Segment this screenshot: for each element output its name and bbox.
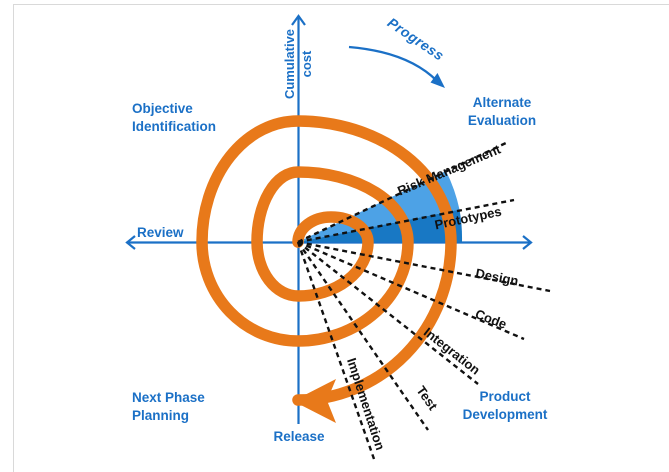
- test-line: [297, 241, 429, 431]
- y-axis-label: Cumulative cost: [281, 19, 317, 109]
- design-line: [297, 240, 551, 293]
- alternate-line: Alternate: [472, 95, 532, 110]
- x-axis-left-arrowhead-icon: [125, 235, 136, 250]
- next-phase-line: Next Phase: [132, 390, 205, 405]
- spiral-path: [196, 115, 457, 406]
- identification-line: Identification: [132, 119, 216, 134]
- development-line: Development: [462, 407, 548, 422]
- objective-identification-label: Objective Identification: [132, 100, 216, 136]
- evaluation-line: Evaluation: [467, 113, 537, 128]
- x-axis-right-arrowhead-icon: [522, 235, 533, 250]
- review-label: Review: [137, 225, 184, 240]
- y-axis-arrowhead-icon: [291, 14, 306, 26]
- integration-line: [297, 241, 479, 385]
- planning-line: Planning: [132, 408, 189, 423]
- risk-wedge-light: [298, 171, 460, 242]
- product-line: Product: [479, 389, 531, 404]
- alternate-evaluation-label: Alternate Evaluation: [432, 94, 572, 130]
- implementation-line: [296, 241, 376, 460]
- spiral-end-arrowhead-icon: [293, 379, 336, 423]
- release-label: Release: [273, 429, 325, 444]
- phase-lines: [296, 140, 551, 460]
- product-development-label: Product Development: [435, 388, 575, 424]
- progress-arrowhead-icon: [430, 73, 445, 88]
- y-axis-label-line1: Cumulative: [282, 28, 297, 100]
- prototypes-line: [297, 198, 515, 244]
- code-line: [297, 240, 525, 341]
- next-phase-planning-label: Next Phase Planning: [132, 389, 205, 425]
- axes: [125, 14, 533, 424]
- risk-management-line: [297, 140, 509, 244]
- progress-arrow: [348, 45, 445, 88]
- progress-arrow-curve: [348, 45, 438, 82]
- y-axis-label-line2: cost: [299, 50, 314, 78]
- objective-line: Objective: [132, 101, 193, 116]
